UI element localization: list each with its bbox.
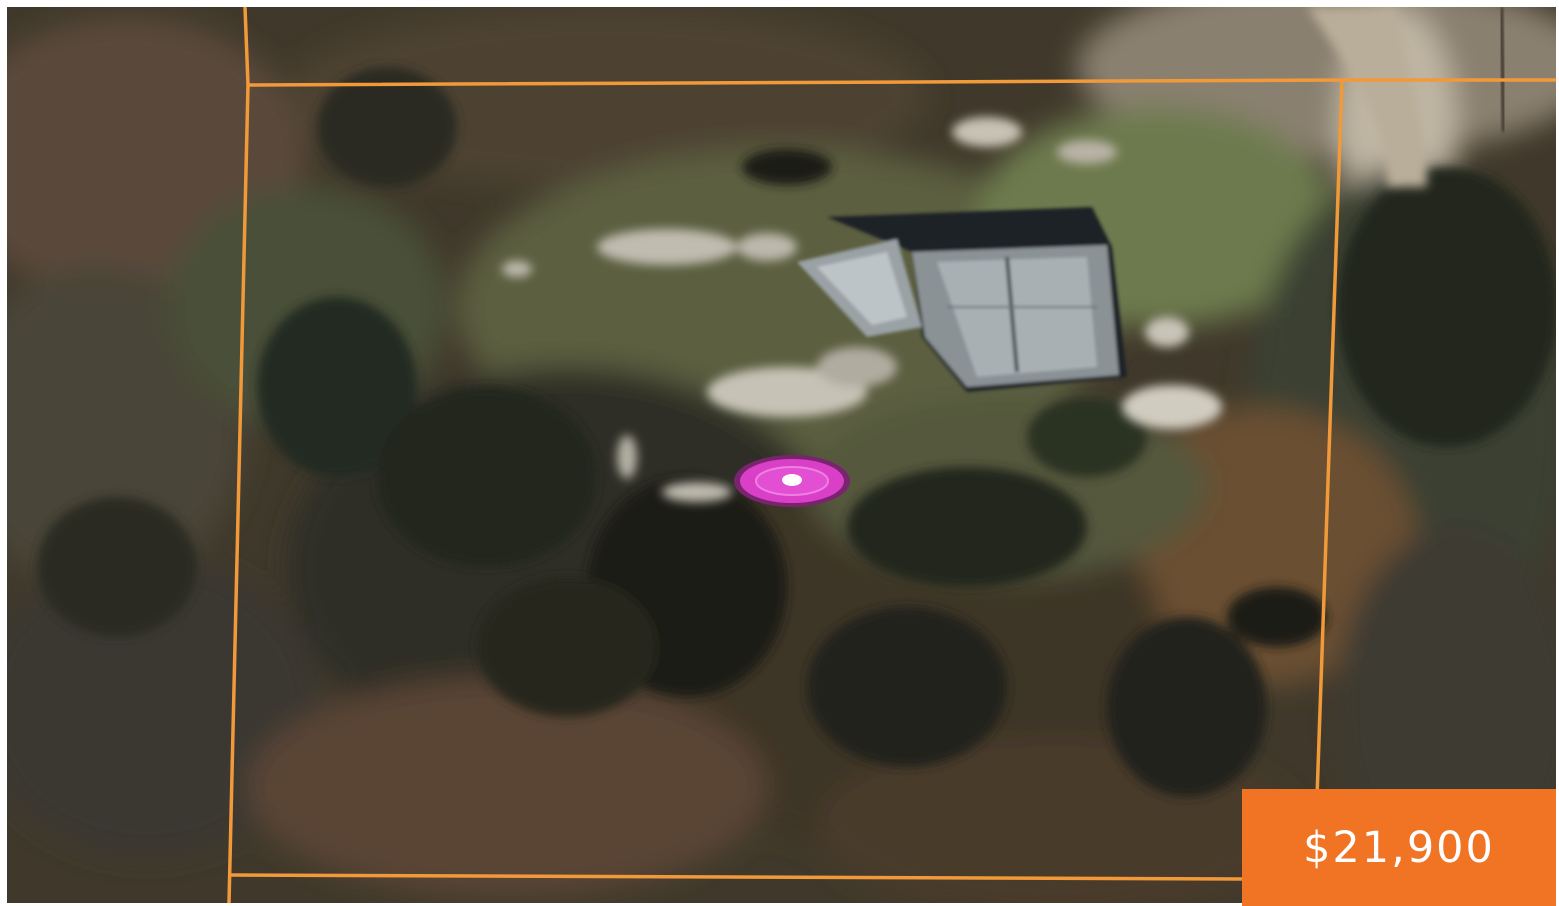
dirt-road [1307, 7, 1427, 187]
location-marker[interactable] [734, 455, 850, 507]
tree-canopy [37, 67, 1556, 797]
aerial-map[interactable] [7, 7, 1556, 903]
price-label: $21,900 [1303, 822, 1495, 873]
satellite-imagery [7, 7, 1556, 903]
price-badge: $21,900 [1242, 789, 1556, 906]
parcel-boundary [227, 7, 1556, 903]
debris-patches [502, 117, 1222, 502]
structure-roof [797, 207, 1127, 392]
